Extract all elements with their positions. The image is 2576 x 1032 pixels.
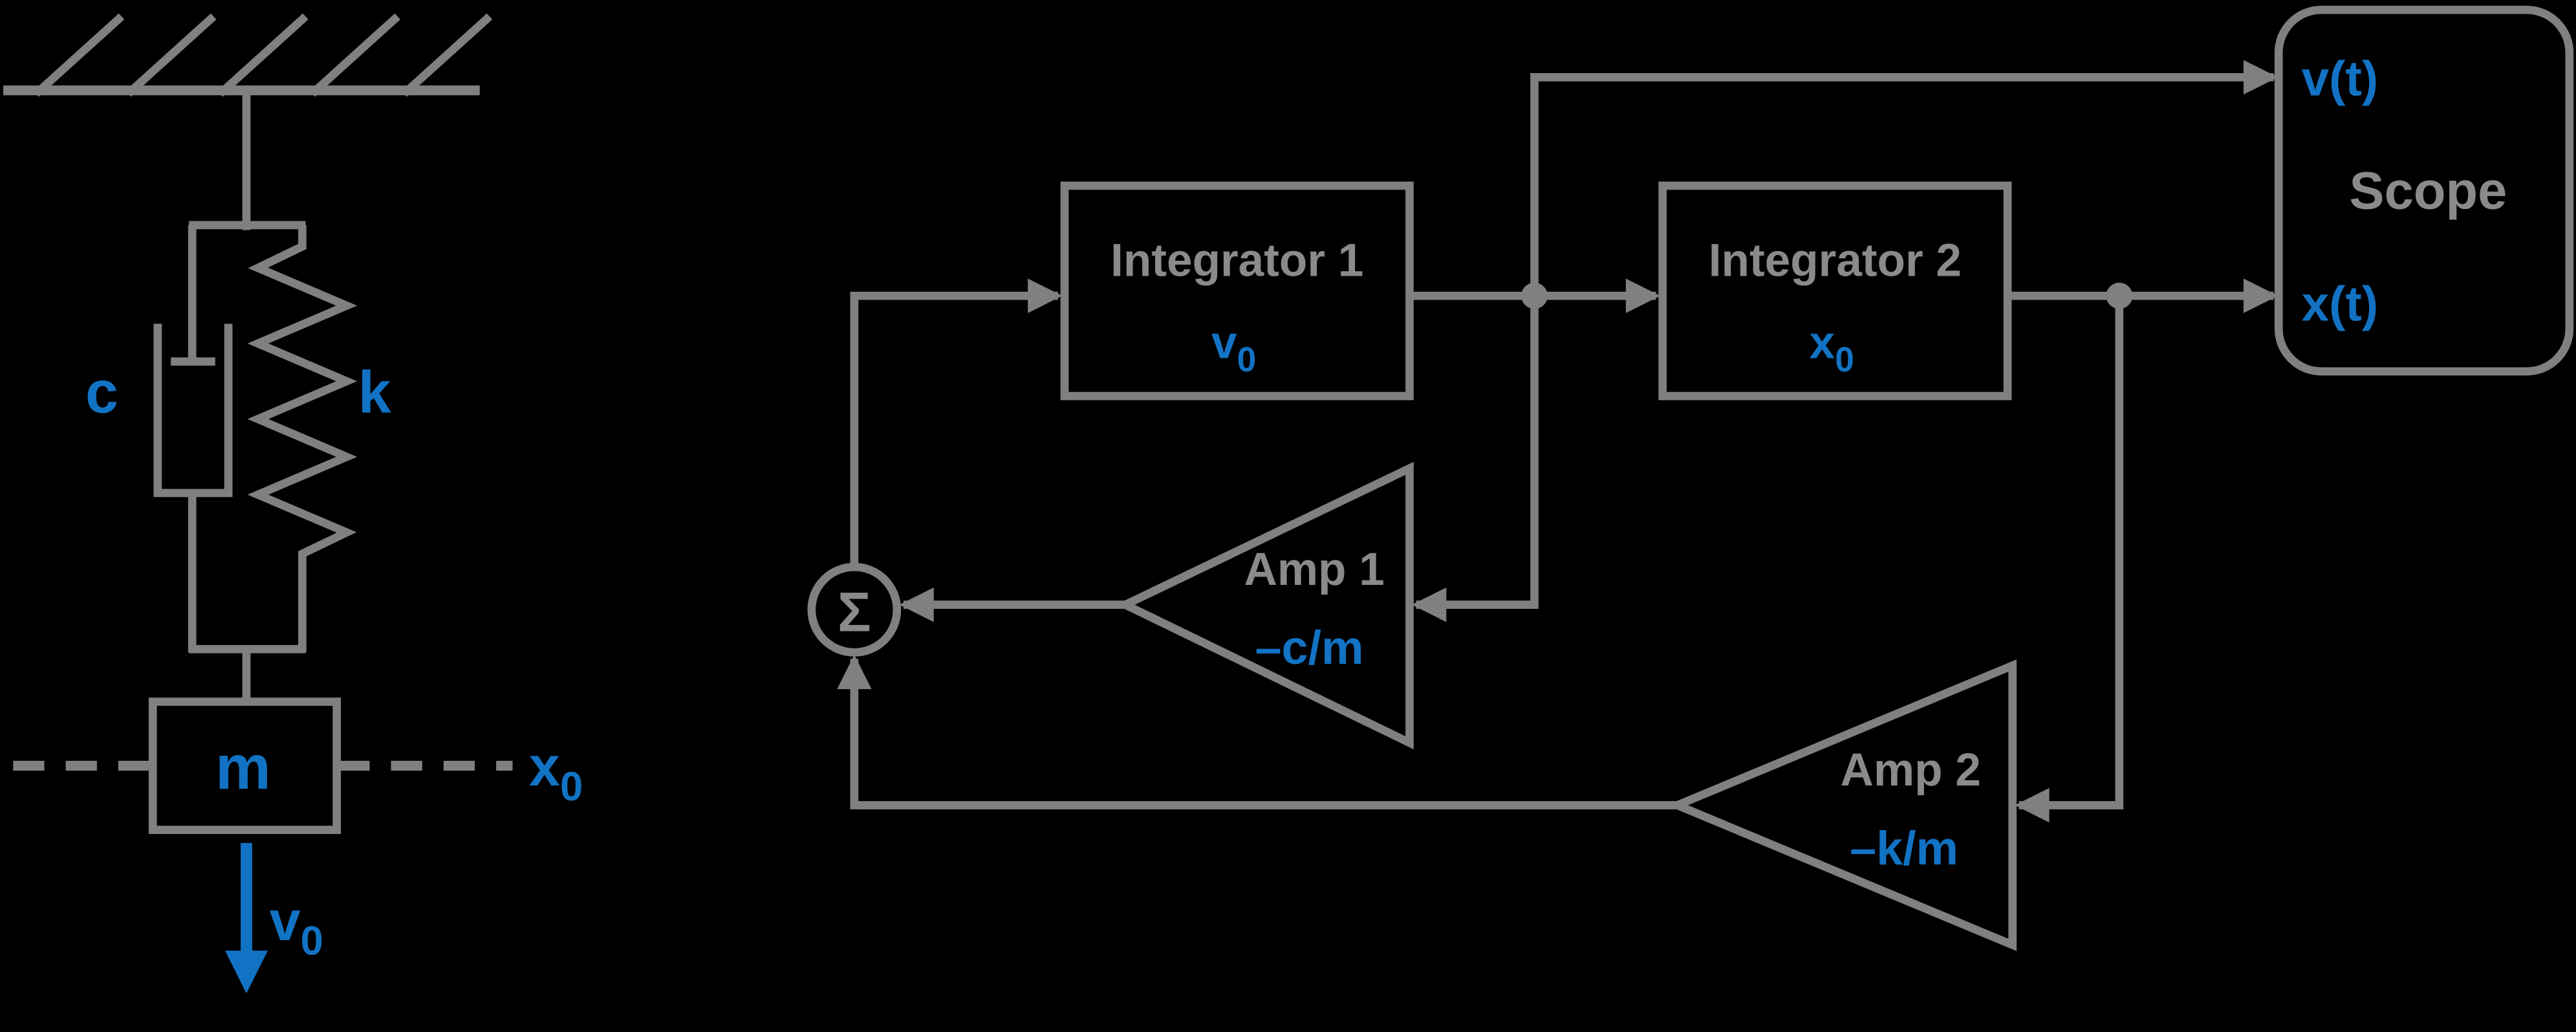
scope-box (2274, 5, 2574, 376)
mass-label: m (215, 733, 271, 802)
amp1-block: Amp 1 –c/m (1116, 461, 1414, 750)
ceiling-hatch-icon (125, 13, 217, 97)
damper-label: c (85, 359, 118, 425)
integrator2-ic-base: x (1810, 318, 1835, 369)
position-junction-dot (2106, 282, 2133, 309)
integrator1-ic-base: v (1211, 318, 1237, 369)
damper-symbol (153, 225, 233, 653)
initial-position-sub: 0 (560, 764, 583, 809)
amp2-title: Amp 2 (1841, 745, 1981, 796)
integrator1-box (1060, 181, 1414, 401)
integrator2-ic-sub: 0 (1835, 341, 1854, 379)
amp2-gain-label: –k/m (1850, 821, 1958, 875)
scope-title: Scope (2349, 162, 2507, 221)
amp1-triangle (1116, 461, 1414, 750)
mass-spring-damper-figure: c k m x0 v0 (3, 13, 583, 994)
integrator1-ic-label: v0 (1211, 318, 1256, 379)
scope-input-position-label: x(t) (2302, 276, 2379, 331)
initial-position-base: x (529, 736, 560, 798)
sum-junction: Σ (807, 562, 902, 657)
amp2-triangle (1667, 659, 2017, 951)
initial-velocity-sub: 0 (301, 919, 323, 964)
wire-velocity-to-amp1 (1411, 296, 1539, 622)
scope-input-velocity-label: v(t) (2302, 51, 2379, 106)
wire-position-to-amp2 (2015, 296, 2124, 823)
mass-box (148, 697, 341, 834)
amp1-title: Amp 1 (1244, 544, 1384, 595)
ceiling-support (3, 13, 493, 97)
ceiling-hatch-icon (33, 13, 125, 97)
wire-sum-to-integrator1 (850, 278, 1063, 565)
scope-block: v(t) Scope x(t) (2274, 5, 2574, 376)
integrator1-title: Integrator 1 (1110, 236, 1363, 287)
wire-amp2-to-sum (837, 654, 1678, 809)
initial-position-label: x0 (529, 736, 583, 809)
ceiling-hatch-icon (217, 13, 308, 97)
integrator2-block: Integrator 2 x0 (1658, 181, 2012, 401)
initial-velocity-base: v (270, 890, 301, 952)
initial-velocity-label: v0 (270, 890, 323, 964)
amp2-block: Amp 2 –k/m (1667, 659, 2017, 951)
integrator1-block: Integrator 1 v0 (1060, 181, 1414, 401)
ceiling-hatch-icon (401, 13, 493, 97)
integrator2-box (1658, 181, 2012, 401)
block-diagram-figure: Σ Integrator 1 v0 Integrator 2 x0 Amp 1 … (807, 5, 2574, 951)
amp1-gain-label: –c/m (1255, 620, 1364, 674)
integrator2-ic-label: x0 (1810, 318, 1854, 379)
spring-label: k (358, 359, 391, 425)
wire-velocity-to-scope (1530, 60, 2278, 296)
sum-circle (807, 562, 902, 657)
velocity-junction-dot (1521, 282, 1548, 309)
spring-zigzag (247, 225, 358, 653)
spring-symbol (247, 225, 358, 653)
ceiling-hatch-icon (309, 13, 400, 97)
integrator1-ic-sub: 0 (1237, 341, 1257, 379)
sigma-icon: Σ (838, 581, 871, 643)
integrator2-title: Integrator 2 (1709, 236, 1962, 287)
